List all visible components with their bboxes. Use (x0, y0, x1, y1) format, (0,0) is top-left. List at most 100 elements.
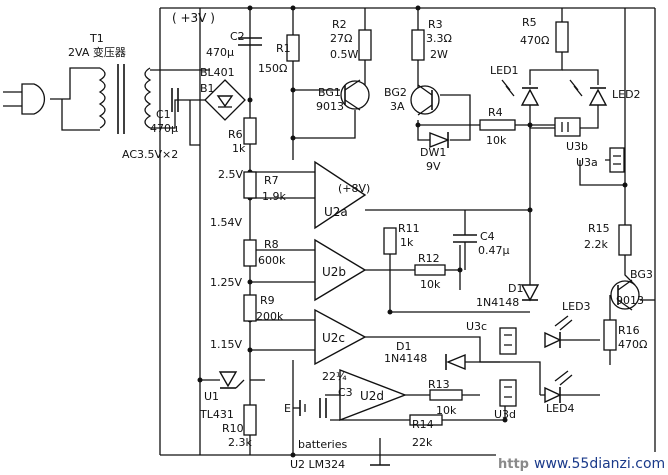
optocoupler-u3c (499, 327, 517, 355)
watermark: http www.55dianzi.com (496, 452, 668, 475)
capacitor-c4 (453, 210, 477, 270)
bg1-name: BG1 (318, 86, 341, 99)
d1-lower-name: D1 (396, 340, 411, 353)
led2 (569, 79, 608, 106)
t1-label: T1 (89, 32, 104, 45)
transistor-bg2 (410, 84, 440, 116)
r10-name: R10 (222, 422, 244, 435)
c4-name: C4 (480, 230, 495, 243)
r5-name: R5 (522, 16, 537, 29)
led2-label: LED2 (612, 88, 641, 101)
capacitor-c2 (238, 37, 262, 46)
regulator-u1 (218, 371, 245, 389)
c3-label: C3 (338, 386, 353, 399)
u1-name: U1 (204, 390, 219, 403)
r7-name: R7 (264, 174, 279, 187)
watermark-prefix: http (498, 457, 529, 472)
t1-spec-label: 2VA 变压器 (68, 45, 126, 59)
d1-upper-name: D1 (508, 282, 523, 295)
d1-upper-value: 1N4148 (476, 296, 519, 309)
u2b-label: U2b (322, 265, 346, 279)
ac-plug (3, 67, 100, 131)
capacitor-c1 (171, 88, 179, 112)
bg3-value: 9013 (616, 294, 644, 307)
c2-name: C2 (230, 30, 245, 43)
transistor-bg3 (610, 279, 640, 311)
dw1-name: DW1 (420, 146, 446, 159)
r12-value: 10k (420, 278, 441, 291)
voltage-1-54v: 1.54V (210, 216, 242, 229)
r8-name: R8 (264, 238, 279, 251)
dw1-value: 9V (426, 160, 441, 173)
r13-value: 10k (436, 404, 457, 417)
wires (150, 7, 656, 466)
e-label: E (284, 402, 291, 415)
r16-value: 470Ω (618, 338, 647, 351)
optocoupler-u3b (554, 117, 581, 137)
r3-name: R3 (428, 18, 443, 31)
r11-value: 1k (400, 236, 414, 249)
c4-value: 0.47μ (478, 244, 510, 257)
opamp-u2b (314, 238, 367, 302)
opamp-u2c (314, 308, 367, 366)
r9-value: 200k (256, 310, 284, 323)
bg2-value: 3A (390, 100, 405, 113)
c1-name: C1 (156, 108, 171, 121)
watermark-domain: www.55dianzi.com (534, 456, 665, 472)
d1-lower-value: 1N4148 (384, 352, 427, 365)
u2d-label: U2d (360, 389, 384, 403)
u3d-label: U3d (494, 408, 516, 421)
r15-name: R15 (588, 222, 610, 235)
diode-d1-lower (445, 353, 466, 371)
r1-name: R1 (276, 42, 291, 55)
r6-name: R6 (228, 128, 243, 141)
led3-label: LED3 (562, 300, 591, 313)
voltage-1-15v: 1.15V (210, 338, 242, 351)
u2a-label: U2a (324, 205, 348, 219)
battery-symbol (299, 400, 306, 416)
led3 (544, 315, 573, 349)
r14-name: R14 (412, 418, 434, 431)
u3c-label: U3c (466, 320, 487, 333)
u3a-label: U3a (576, 156, 598, 169)
led1-label: LED1 (490, 64, 519, 77)
supply-3v-label: ( +3V ) (172, 11, 215, 25)
r1-value: 150Ω (258, 62, 287, 75)
r6-value: 1k (232, 142, 246, 155)
batteries-label: batteries (298, 438, 347, 451)
c1-value: 470μ (150, 122, 178, 135)
r8-value: 600k (258, 254, 286, 267)
r2-name: R2 (332, 18, 347, 31)
resistors (243, 21, 632, 436)
u3b-label: U3b (566, 140, 588, 153)
bg1-value: 9013 (316, 100, 344, 113)
optocoupler-u3a (609, 147, 625, 173)
r3-value: 3.3Ω (426, 32, 452, 45)
optocoupler-u3d (499, 379, 517, 407)
supply-8v-label: (+8V) (338, 182, 370, 195)
diode-d1-upper (520, 284, 540, 302)
u1-value: TL431 (199, 408, 234, 421)
t1-secondary-label: AC3.5V×2 (122, 148, 178, 161)
led1 (501, 79, 540, 106)
led4 (544, 370, 573, 404)
u2-label: U2 LM324 (290, 458, 345, 471)
transistor-bg1 (340, 79, 370, 111)
r12-name: R12 (418, 252, 440, 265)
bg3-name: BG3 (630, 268, 653, 281)
r9-name: R9 (260, 294, 275, 307)
opamp-u2d (339, 368, 407, 422)
r13-name: R13 (428, 378, 450, 391)
r2-power: 0.5W (330, 48, 358, 61)
r15-value: 2.2k (584, 238, 608, 251)
r2-value: 27Ω (330, 32, 352, 45)
c2-value: 470μ (206, 46, 234, 59)
voltage-1-25v: 1.25V (210, 276, 242, 289)
voltage-2-5v: 2.5V (218, 168, 243, 181)
transformer-t1 (98, 64, 152, 134)
r10-value: 2.3k (228, 436, 252, 449)
zener-dw1 (429, 131, 450, 149)
r16-name: R16 (618, 324, 640, 337)
capacitor-c3 (319, 398, 327, 418)
